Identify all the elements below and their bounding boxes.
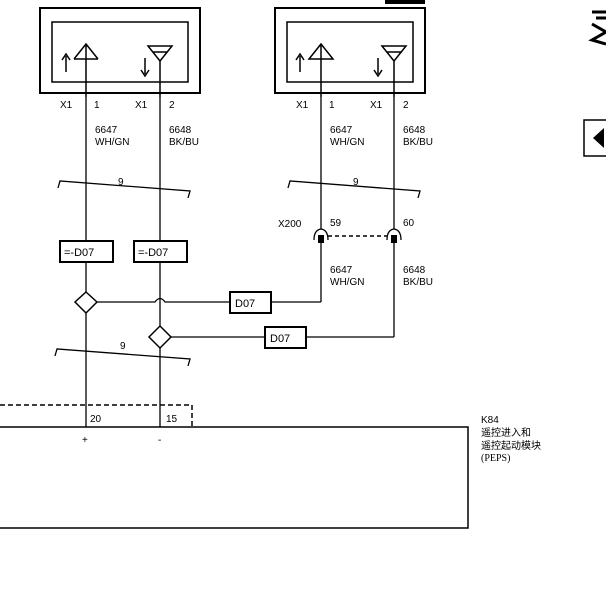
cropped-glyph <box>588 10 606 46</box>
pin-number: 2 <box>169 100 175 111</box>
connector-label: X1 <box>60 100 73 111</box>
wire-color: WH/GN <box>95 137 129 148</box>
plus-sign: + <box>82 435 88 446</box>
nav-left-icon[interactable] <box>583 119 606 157</box>
inline-connector-x200: X200 59 60 <box>278 218 415 243</box>
module-name: 遥控进入和 <box>481 426 531 439</box>
connector-label: X1 <box>370 100 383 111</box>
svg-text:9: 9 <box>118 177 124 188</box>
ref-box-left-a[interactable]: =-D07 <box>59 240 114 263</box>
module-name: 遥控起动模块 <box>481 439 541 452</box>
twist-marker-left-top: 9 <box>57 177 191 199</box>
wire-circuit: 6647 <box>95 125 118 136</box>
minus-sign: - <box>158 435 161 446</box>
arrow-up-icon <box>61 52 71 72</box>
wire-circuit: 6647 <box>330 125 353 136</box>
pin-number: 2 <box>403 100 409 111</box>
twist-marker-right-top: 9 <box>287 177 421 199</box>
wire-circuit: 6648 <box>403 125 426 136</box>
module-code: K84 <box>481 415 499 426</box>
wire-color: WH/GN <box>330 137 364 148</box>
wire-color: BK/BU <box>169 137 199 148</box>
svg-text:9: 9 <box>353 177 359 188</box>
right-antenna-component <box>274 0 426 97</box>
splice-left-a <box>73 290 99 315</box>
svg-text:60: 60 <box>403 218 415 229</box>
wire-circuit: 6648 <box>403 265 426 276</box>
module-abbr: (PEPS) <box>481 453 510 464</box>
connector-label: X1 <box>135 100 148 111</box>
ref-box-left-b[interactable]: =-D07 <box>133 240 188 263</box>
pin-number: 1 <box>94 100 100 111</box>
svg-text:D07: D07 <box>270 333 290 345</box>
wire-color: BK/BU <box>403 277 433 288</box>
ref-box-right-b[interactable]: D07 <box>264 326 307 349</box>
module-pin: 20 <box>90 414 102 425</box>
pin-number: 1 <box>329 100 335 111</box>
arrow-down-icon <box>140 58 150 78</box>
module-pin: 15 <box>166 414 178 425</box>
arrow-down-icon <box>373 58 383 78</box>
wire-color: WH/GN <box>330 277 364 288</box>
twist-marker-left-bottom: 9 <box>54 341 191 367</box>
wire-color: BK/BU <box>403 137 433 148</box>
svg-text:59: 59 <box>330 218 342 229</box>
svg-text:=-D07: =-D07 <box>138 247 168 259</box>
left-antenna-component <box>39 7 201 97</box>
peps-module: + - <box>0 426 469 529</box>
wire-circuit: 6647 <box>330 265 353 276</box>
splice-left-b <box>147 324 173 350</box>
arrow-up-icon <box>295 52 305 72</box>
connector-label: X1 <box>296 100 309 111</box>
ref-box-right-a[interactable]: D07 <box>229 291 272 314</box>
svg-text:=-D07: =-D07 <box>64 247 94 259</box>
svg-text:9: 9 <box>120 341 126 352</box>
svg-text:D07: D07 <box>235 298 255 310</box>
wire-circuit: 6648 <box>169 125 192 136</box>
svg-text:X200: X200 <box>278 219 302 230</box>
